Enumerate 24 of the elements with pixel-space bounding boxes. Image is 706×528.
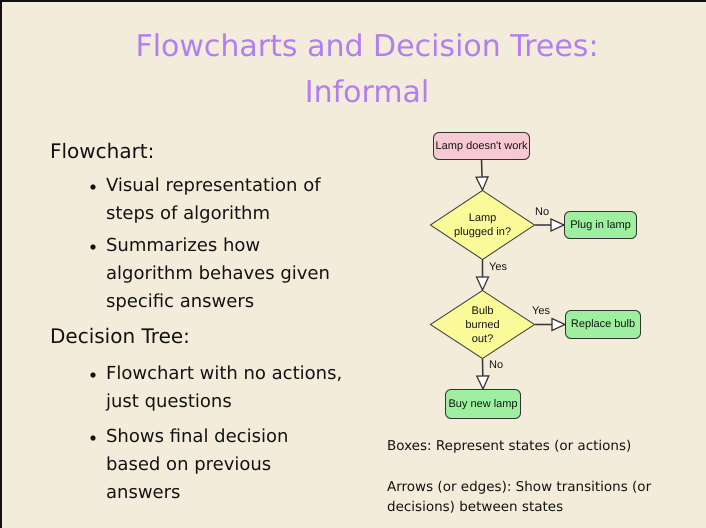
process-box: Replace bulb (565, 310, 641, 339)
arrow (535, 318, 566, 332)
title: Flowcharts and Decision Trees: Informal (134, 28, 600, 112)
bullet-point: Flowchart with no actions, just questions (106, 362, 344, 414)
arrow (476, 358, 490, 390)
note-text: Arrows (or edges): Show transitions (or decisions) between states (387, 478, 652, 517)
bullet-point: Shows final decision based on previous answers (106, 425, 290, 505)
decision-text: Lamp plugged in? (454, 211, 512, 239)
arrow (475, 160, 489, 191)
process-box: Lamp doesn't work (433, 132, 530, 160)
section-heading: Flowchart: (50, 139, 154, 163)
note-text: Boxes: Represent states (or actions) (387, 437, 632, 456)
process-box: Plug in lamp (564, 211, 637, 239)
edge-label: Yes (489, 261, 507, 274)
bullet-point: Summarizes how algorithm behaves given specific answers (106, 234, 331, 314)
bullet-point: Visual representation of steps of algorithm (106, 174, 322, 226)
edge-label: Yes (532, 305, 550, 318)
process-box: Buy new lamp (445, 389, 521, 419)
arrow (476, 260, 490, 291)
section-heading: Decision Tree: (50, 324, 190, 348)
arrow (535, 218, 565, 232)
edge-label: No (489, 359, 504, 372)
edge-label: No (535, 206, 550, 219)
decision-text: Bulb burned out? (464, 304, 501, 346)
